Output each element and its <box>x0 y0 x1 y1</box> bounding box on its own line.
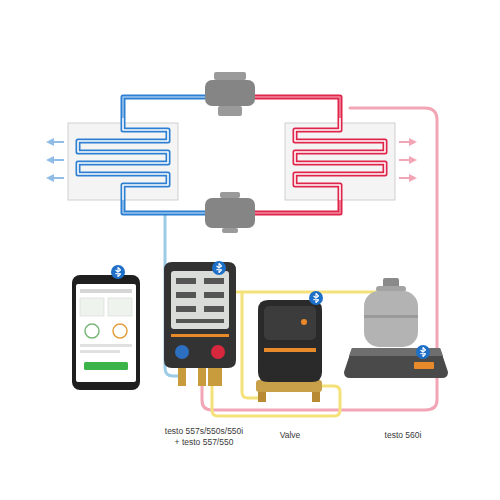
condenser-coil <box>295 118 385 200</box>
manifold-display <box>171 271 229 329</box>
warm-air-arrows <box>399 142 413 178</box>
evaporator <box>50 118 178 200</box>
expansion-valve-foot <box>222 228 238 233</box>
compressor-body <box>205 80 255 106</box>
valve-port <box>312 392 320 402</box>
expansion-valve-body <box>205 198 255 228</box>
liquid-low-pipe <box>123 200 205 213</box>
valve-panel <box>264 306 316 340</box>
evaporator-coil-inner <box>78 118 168 200</box>
bluetooth-icon <box>416 345 430 359</box>
compressor <box>205 72 255 116</box>
condenser-coil-inner <box>295 118 385 200</box>
liquid-low-pipe-inner <box>123 200 205 213</box>
cylinder-and-scale <box>344 278 448 378</box>
bluetooth-icons <box>111 261 430 359</box>
compressor-foot <box>218 106 242 116</box>
evaporator-coil <box>78 118 168 200</box>
compressor-top <box>214 72 246 80</box>
discharge-pipe <box>255 97 340 118</box>
display-digits <box>176 278 224 323</box>
liquid-pipe-inner <box>255 200 340 213</box>
phone-button <box>84 362 128 370</box>
bluetooth-icon <box>111 265 125 279</box>
cold-air-arrows <box>50 142 64 178</box>
phone-screen <box>76 284 136 382</box>
valve-led <box>301 319 307 325</box>
refrigerant-pipes <box>123 97 340 213</box>
expansion-valve <box>205 192 255 233</box>
phone-bar <box>80 350 120 353</box>
valve-accent <box>264 348 316 352</box>
smartphone <box>72 275 140 390</box>
high-side-knob <box>211 345 225 359</box>
low-side-knob <box>175 345 189 359</box>
suction-pipe <box>123 97 205 118</box>
phone-body <box>72 275 140 390</box>
discharge-pipe-inner <box>255 97 340 118</box>
bluetooth-icon <box>309 291 323 305</box>
valve-body <box>258 300 322 382</box>
phone-gauge <box>113 324 127 338</box>
expansion-valve-cap <box>220 192 240 198</box>
device-label: testo 557s/550s/550i + testo 557/550 <box>163 426 245 448</box>
scale-body <box>344 348 448 378</box>
bluetooth-icon <box>212 261 226 275</box>
valve-device <box>256 300 322 402</box>
cylinder-seam <box>364 315 418 318</box>
phone-bar <box>80 289 132 293</box>
device-label: Valve <box>280 430 301 441</box>
valve-port <box>258 392 266 402</box>
suction-pipe-inner <box>123 97 205 118</box>
manifold-accent <box>171 334 229 337</box>
phone-gauge <box>85 324 99 338</box>
scale-display <box>414 362 434 369</box>
liquid-pipe <box>255 200 340 213</box>
condenser <box>285 118 413 200</box>
phone-tile <box>108 298 132 316</box>
phone-tile <box>80 298 104 316</box>
cylinder-body <box>364 291 418 347</box>
manifold-body <box>164 262 236 368</box>
phone-bar <box>80 344 132 347</box>
device-label: testo 560i <box>385 430 422 441</box>
digital-manifold <box>164 262 236 386</box>
